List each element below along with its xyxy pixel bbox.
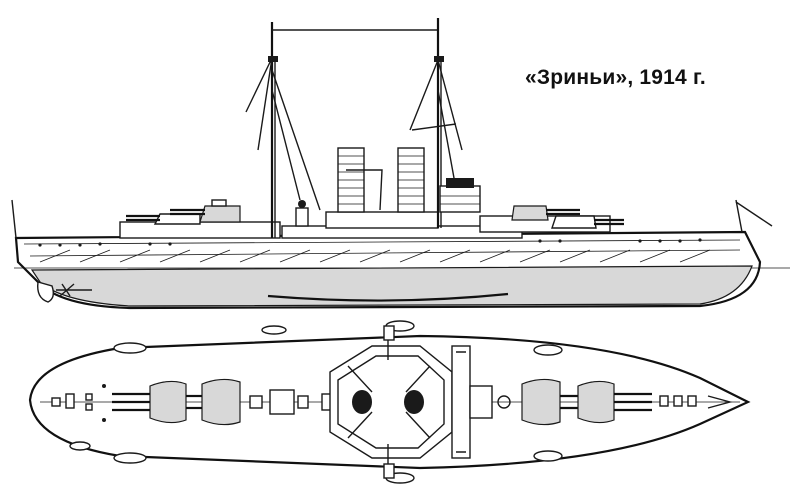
forward-turret-upper bbox=[511, 205, 580, 221]
forward-turret-2-plan bbox=[577, 380, 652, 424]
aft-turret-upper bbox=[170, 199, 241, 223]
armor-belt bbox=[29, 249, 741, 263]
bow-fittings bbox=[659, 395, 733, 409]
stern-flagstaff bbox=[11, 199, 17, 239]
funnel-aft-top bbox=[352, 390, 372, 414]
funnel-forward bbox=[397, 147, 425, 213]
jack-staff bbox=[735, 199, 743, 233]
forward-turret-lower bbox=[551, 215, 624, 229]
portholes bbox=[23, 238, 741, 247]
forward-turret-1-plan bbox=[521, 378, 578, 426]
jack-line bbox=[735, 201, 773, 227]
funnel-forward-top bbox=[404, 390, 424, 414]
midship-fittings bbox=[249, 389, 333, 415]
aft-turret-lower bbox=[126, 213, 201, 225]
rudder-propeller bbox=[37, 281, 92, 303]
bridge bbox=[439, 178, 481, 213]
aft-turret-1-plan bbox=[112, 380, 187, 424]
hull-plan bbox=[28, 334, 751, 470]
bilge-keel bbox=[267, 292, 509, 302]
central-superstructure-plan bbox=[329, 325, 453, 479]
aft-turret-2-plan bbox=[186, 378, 241, 426]
aft-mast bbox=[245, 22, 438, 238]
bridge-plan bbox=[451, 345, 511, 459]
drawing-caption: «Зриньи», 1914 г. bbox=[525, 66, 706, 89]
funnel-aft bbox=[337, 147, 383, 213]
aft-deck-fittings bbox=[51, 384, 106, 422]
